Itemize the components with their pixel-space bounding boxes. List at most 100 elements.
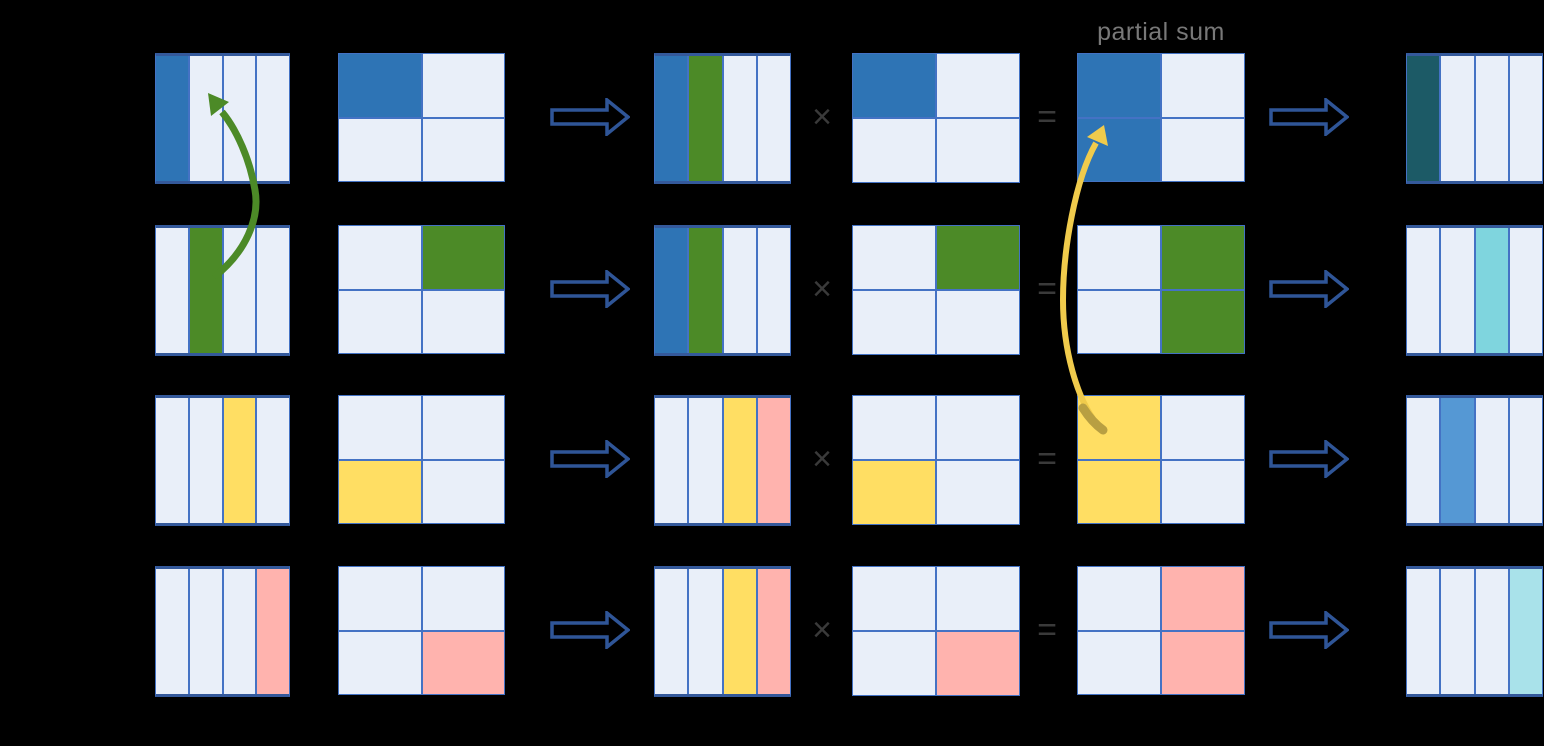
matrix-cell (156, 569, 188, 694)
matrix-cell (1162, 290, 1244, 353)
matrix-cell (723, 228, 756, 353)
matrix-cell (1078, 631, 1160, 694)
matrix-cell (1509, 398, 1542, 523)
matrix-cell (156, 398, 188, 523)
partial-sum-matrix (1077, 395, 1245, 524)
matrix-cell (422, 226, 504, 289)
partial-sum-label: partial sum (1097, 18, 1225, 46)
matrix-cell (723, 569, 756, 694)
matrix-cell (189, 56, 222, 181)
matrix-cell (853, 54, 935, 117)
matrix-cell (655, 569, 688, 694)
matrix-cell (339, 460, 421, 523)
matrix-cell (339, 54, 421, 117)
equals-operator: = (1037, 440, 1057, 478)
selected-columns-matrix (654, 566, 791, 697)
matrix-cell (1162, 54, 1244, 117)
matrix-cell (339, 290, 421, 353)
flow-arrow-icon (1269, 611, 1349, 649)
matrix-cell (1078, 460, 1160, 523)
weight-tile-matrix (338, 225, 505, 354)
matrix-cell (689, 228, 722, 353)
equals-operator: = (1037, 270, 1057, 308)
matrix-cell (689, 398, 722, 523)
matrix-cell (339, 567, 421, 630)
matrix-cell (1475, 56, 1508, 181)
matrix-cell (853, 396, 935, 459)
weight-tile-matrix (338, 566, 505, 695)
flow-arrow-icon (550, 611, 630, 649)
partial-sum-matrix (1077, 53, 1245, 182)
matrix-cell (422, 396, 504, 459)
matrix-cell (757, 228, 790, 353)
matrix-cell (422, 290, 504, 353)
matrix-cell (937, 119, 1019, 182)
matrix-cell (1407, 56, 1440, 181)
matrix-cell (189, 398, 222, 523)
matrix-cell (1407, 228, 1440, 353)
multiply-operator: × (812, 98, 832, 136)
equals-operator: = (1037, 98, 1057, 136)
matrix-cell (1162, 118, 1244, 181)
output-column-matrix (1406, 566, 1543, 697)
matrix-cell (223, 569, 256, 694)
partial-sum-matrix (1077, 225, 1245, 354)
multiply-operator: × (812, 440, 832, 478)
matrix-cell (339, 118, 421, 181)
matrix-cell (937, 567, 1019, 630)
matrix-cell (1162, 631, 1244, 694)
flow-arrow-icon (1269, 98, 1349, 136)
weight-tile-matrix (338, 53, 505, 182)
matrix-cell (156, 56, 188, 181)
weight-operand-matrix (852, 395, 1020, 525)
matrix-cell (422, 631, 504, 694)
matrix-cell (757, 56, 790, 181)
selected-columns-matrix (654, 53, 791, 184)
matrix-cell (339, 396, 421, 459)
matrix-cell (422, 118, 504, 181)
matrix-cell (655, 398, 688, 523)
equals-operator: = (1037, 611, 1057, 649)
matrix-cell (853, 226, 935, 289)
input-column-matrix (155, 566, 290, 697)
matrix-cell (223, 398, 256, 523)
matrix-cell (1162, 567, 1244, 630)
matrix-cell (1441, 228, 1474, 353)
weight-operand-matrix (852, 53, 1020, 183)
matrix-cell (853, 632, 935, 695)
matrix-cell (422, 567, 504, 630)
matrix-cell (757, 569, 790, 694)
matrix-cell (1162, 396, 1244, 459)
matrix-cell (1475, 569, 1508, 694)
matrix-cell (257, 228, 289, 353)
matrix-cell (339, 226, 421, 289)
flow-arrow-icon (1269, 440, 1349, 478)
matrix-cell (937, 632, 1019, 695)
multiply-operator: × (812, 270, 832, 308)
matrix-cell (257, 569, 289, 694)
matrix-cell (223, 56, 256, 181)
input-column-matrix (155, 225, 290, 356)
weight-tile-matrix (338, 395, 505, 524)
flow-arrow-icon (550, 440, 630, 478)
matrix-cell (1078, 54, 1160, 117)
output-column-matrix (1406, 53, 1543, 184)
flow-arrow-icon (1269, 270, 1349, 308)
matrix-cell (1509, 228, 1542, 353)
matrix-cell (723, 398, 756, 523)
matrix-cell (1441, 569, 1474, 694)
weight-operand-matrix (852, 566, 1020, 696)
matrix-cell (1078, 396, 1160, 459)
matrix-cell (339, 631, 421, 694)
matrix-cell (257, 56, 289, 181)
output-column-matrix (1406, 395, 1543, 526)
matrix-cell (853, 291, 935, 354)
matrix-cell (1407, 569, 1440, 694)
selected-columns-matrix (654, 225, 791, 356)
matrix-cell (937, 226, 1019, 289)
flow-arrow-icon (550, 98, 630, 136)
matrix-cell (1078, 226, 1160, 289)
selected-columns-matrix (654, 395, 791, 526)
matrix-cell (1078, 118, 1160, 181)
